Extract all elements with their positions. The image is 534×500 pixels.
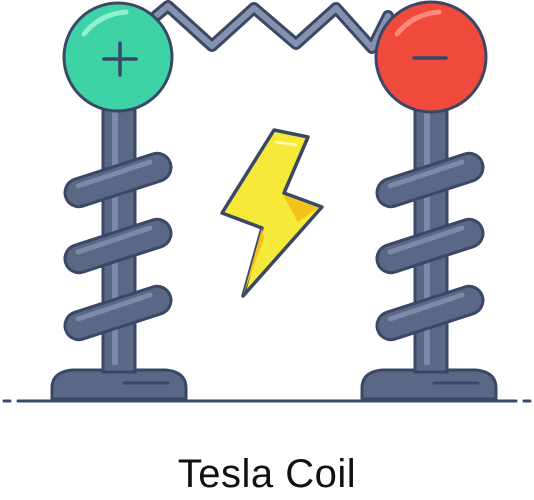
positive-terminal <box>62 1 174 113</box>
plus-icon <box>102 41 138 77</box>
left-coil <box>50 98 188 401</box>
tesla-coil-icon <box>2 0 532 403</box>
right-coil <box>360 98 498 401</box>
caption-title: Tesla Coil <box>177 452 357 496</box>
lightning-bolt-icon <box>220 128 324 298</box>
negative-terminal <box>374 0 488 114</box>
